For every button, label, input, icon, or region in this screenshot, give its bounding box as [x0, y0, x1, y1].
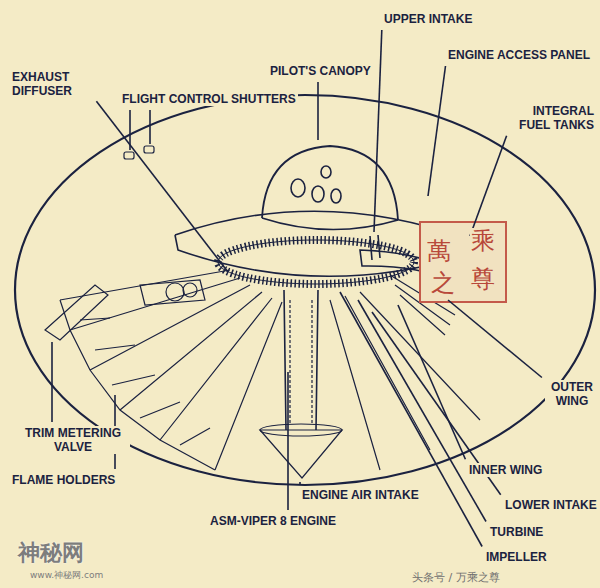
part-label: TURBINE — [488, 525, 545, 539]
part-label: FLIGHT CONTROL SHUTTERS — [120, 92, 298, 106]
leader-line — [374, 30, 382, 232]
leader-line — [287, 372, 289, 510]
leader-line — [129, 110, 131, 150]
turbine-edge — [218, 240, 414, 284]
leader-line — [340, 292, 482, 547]
part-label: IMPELLER — [484, 550, 549, 564]
part-label: UPPER INTAKE — [382, 12, 474, 26]
part-label: ENGINE AIR INTAKE — [300, 488, 421, 502]
part-label: ENGINE ACCESS PANEL — [446, 48, 592, 62]
leader-line — [149, 110, 151, 144]
leader-line — [299, 482, 301, 484]
watermark: www.神秘网.com — [30, 570, 103, 581]
seal-border — [420, 222, 506, 302]
exhaust-ring — [183, 283, 197, 297]
leader-line — [470, 136, 507, 236]
canopy-window — [291, 179, 305, 197]
control-shutter — [144, 146, 154, 153]
watermark: 头条号 / 万乘之尊 — [412, 571, 500, 584]
outer-hull — [15, 95, 595, 485]
part-label: OUTER WING — [545, 380, 599, 408]
part-label: LOWER INTAKE — [503, 498, 599, 512]
canopy-window — [331, 189, 341, 203]
leader-line — [51, 342, 53, 422]
seal-character: 之 — [430, 270, 456, 296]
leader-line — [398, 305, 465, 459]
part-label: FLAME HOLDERS — [10, 473, 117, 487]
exhaust-nozzle — [140, 280, 205, 305]
leader-line — [317, 82, 319, 140]
part-label: EXHAUST DIFFUSER — [10, 70, 94, 98]
seal-character: 乘 — [470, 228, 496, 254]
saucer-body — [15, 95, 595, 485]
part-label: INTEGRAL FUEL TANKS — [508, 104, 596, 132]
part-label: PILOT'S CANOPY — [268, 64, 373, 78]
control-shutter — [124, 152, 134, 159]
intake-lip — [260, 424, 342, 436]
leader-line — [448, 300, 542, 378]
part-label: ASM-VIPER 8 ENGINE — [208, 514, 338, 528]
canopy-window — [321, 166, 331, 178]
engine-air-intake — [260, 430, 342, 478]
watermark: 神秘网 — [18, 540, 84, 566]
canopy-window — [312, 186, 324, 202]
part-label: TRIM METERING VALVE — [16, 426, 130, 454]
turbine-ring — [218, 240, 414, 284]
seal-character: 萬 — [426, 238, 452, 264]
seal-stamp — [420, 222, 506, 302]
trim-valve — [45, 285, 108, 340]
engine-detail — [290, 300, 312, 425]
leader-line — [428, 66, 446, 196]
canopy-base — [262, 218, 398, 230]
part-label: INNER WING — [467, 463, 544, 477]
upper-intake — [370, 235, 380, 260]
exhaust-ring — [166, 283, 184, 301]
seal-character: 尊 — [470, 266, 496, 292]
leader-line — [96, 101, 228, 272]
engine-casing — [284, 290, 318, 430]
